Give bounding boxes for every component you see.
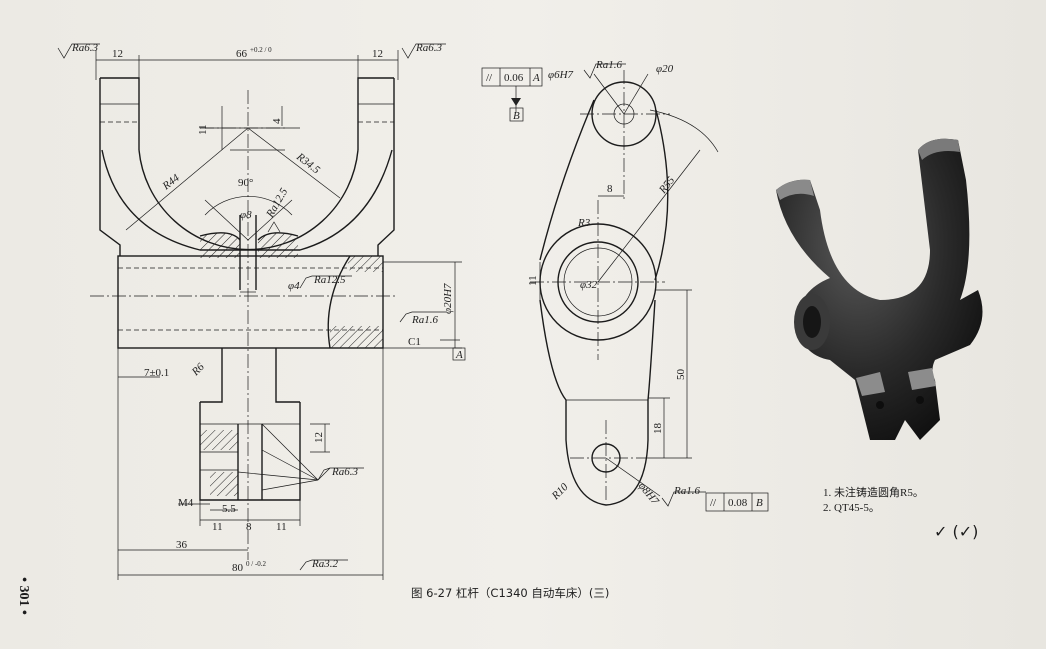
fv-dim-90: 90° bbox=[238, 177, 253, 189]
fv-dim-top-left: 12 bbox=[112, 48, 123, 60]
sv-dim-8: 8 bbox=[607, 183, 613, 195]
fv-dim-11: 11 bbox=[197, 124, 209, 135]
fv-dim-R44: R44 bbox=[160, 172, 183, 193]
sv-tol-value-top: 0.06 bbox=[504, 72, 524, 84]
sv-dim-ra1_6-bot: Ra1.6 bbox=[673, 485, 700, 497]
sv-dim-phi8H7: φ8H7 bbox=[636, 480, 662, 507]
fv-dim-4: 4 bbox=[271, 118, 283, 124]
fv-roughness-left: Ra6.3 bbox=[71, 42, 98, 54]
fv-dim-ra6_3: Ra6.3 bbox=[331, 466, 358, 478]
note-2: 2. QT45-5。 bbox=[823, 502, 880, 514]
fv-dim-ra3_2: Ra3.2 bbox=[311, 558, 338, 570]
fv-dim-11a: 11 bbox=[212, 521, 223, 533]
fv-dim-top-mid: 66 bbox=[236, 48, 248, 60]
fv-dim-top-right: 12 bbox=[372, 48, 383, 60]
fv-dim-12: 12 bbox=[313, 432, 325, 443]
sv-dim-phi20: φ20 bbox=[656, 63, 674, 75]
fv-dim-ra12_5-b: Ra12.5 bbox=[313, 274, 346, 286]
sv-tol-datum-bot: B bbox=[756, 497, 763, 509]
sv-dim-18: 18 bbox=[652, 423, 664, 435]
sv-tol-symbol-top: // bbox=[486, 72, 493, 84]
fv-dim-7: 7±0.1 bbox=[144, 367, 169, 379]
fv-dim-80: 80 bbox=[232, 562, 244, 574]
fv-dim-top-mid-tol: +0.2 / 0 bbox=[250, 46, 272, 54]
fv-dim-phi20H7: φ20H7 bbox=[442, 283, 454, 314]
fv-dim-phi8: φ8 bbox=[240, 209, 252, 221]
fv-dim-ra1_6: Ra1.6 bbox=[411, 314, 438, 326]
fv-dim-11b: 11 bbox=[276, 521, 287, 533]
fv-roughness-right: Ra6.3 bbox=[415, 42, 442, 54]
fv-dim-R6: R6 bbox=[189, 361, 207, 379]
note-1: 1. 未注铸造圆角R5。 bbox=[823, 487, 924, 499]
sv-dim-R3: R3 bbox=[577, 217, 591, 229]
front-view bbox=[57, 43, 466, 580]
sv-tol-symbol-bot: // bbox=[710, 497, 717, 509]
part-3d-render bbox=[776, 138, 983, 440]
figure-caption: 图 6-27 杠杆（C1340 自动车床）(三) bbox=[411, 586, 610, 600]
fv-dim-ra12_5-a: Ra12.5 bbox=[264, 186, 291, 221]
fv-dim-8: 8 bbox=[246, 521, 252, 533]
fv-dim-M4: M4 bbox=[178, 497, 194, 509]
sv-dim-phi6H7: φ6H7 bbox=[548, 69, 574, 81]
sv-datum-B: B bbox=[513, 110, 520, 122]
sv-dim-11: 11 bbox=[527, 275, 539, 286]
fv-dim-80-tol: 0 / -0.2 bbox=[246, 560, 267, 568]
sv-tol-value-bot: 0.08 bbox=[728, 497, 748, 509]
sv-dim-R55: R55 bbox=[656, 174, 677, 197]
fv-datum-A: A bbox=[455, 349, 463, 361]
fv-dim-C1: C1 bbox=[408, 336, 421, 348]
fv-dim-5_5: 5.5 bbox=[222, 503, 236, 515]
handwritten-check-marks: ✓ (✓) bbox=[934, 522, 979, 541]
page-number: • 301 • bbox=[15, 577, 31, 615]
sv-dim-phi32: φ32 bbox=[580, 279, 598, 291]
fv-dim-phi4: φ4 bbox=[288, 280, 300, 292]
fv-dim-R34_5: R34.5 bbox=[293, 150, 322, 176]
sv-dim-ra1_6-top: Ra1.6 bbox=[595, 59, 622, 71]
sv-dim-R10: R10 bbox=[549, 481, 571, 503]
sv-dim-50: 50 bbox=[675, 369, 687, 381]
sv-tol-datum-top: A bbox=[532, 72, 540, 84]
fv-dim-36: 36 bbox=[176, 539, 188, 551]
side-view bbox=[481, 63, 769, 512]
